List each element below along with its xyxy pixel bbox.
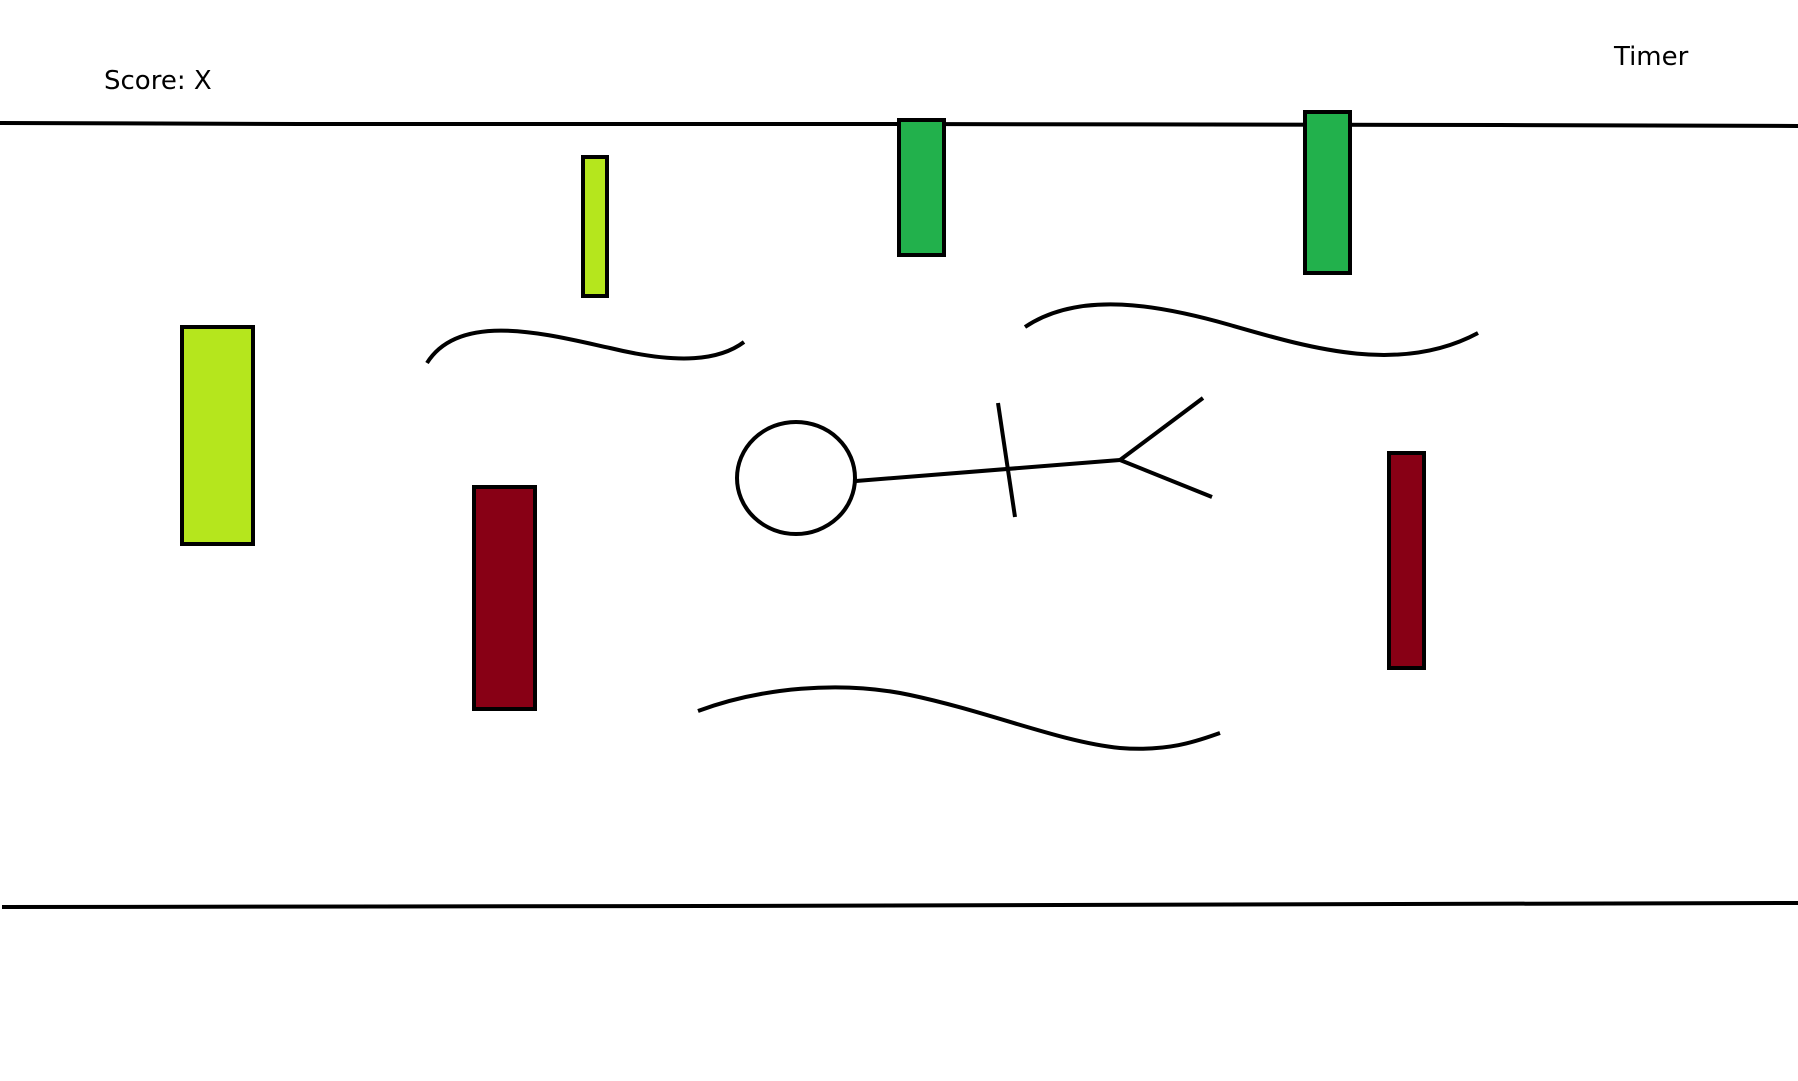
wave-line-left (425, 328, 746, 365)
wave-line-bottom (697, 685, 1221, 751)
player-head (735, 420, 857, 536)
red-obstacle-left (472, 485, 537, 711)
stick-figure-player-icon (735, 396, 1213, 536)
red-obstacle-right (1387, 451, 1426, 670)
lime-obstacle-left (180, 325, 255, 546)
green-obstacle-right (1303, 110, 1352, 275)
green-obstacle-center (897, 118, 946, 257)
lime-obstacle-top (581, 155, 609, 298)
player-leg-upper (1118, 396, 1205, 462)
player-arms (996, 402, 1017, 518)
bottom-boundary-line (1, 901, 1798, 909)
wave-line-right (1023, 302, 1479, 357)
score-label: Score: X (104, 66, 212, 96)
timer-label: Timer (1614, 42, 1689, 72)
player-leg-lower (1119, 458, 1213, 499)
player-body (855, 458, 1121, 483)
